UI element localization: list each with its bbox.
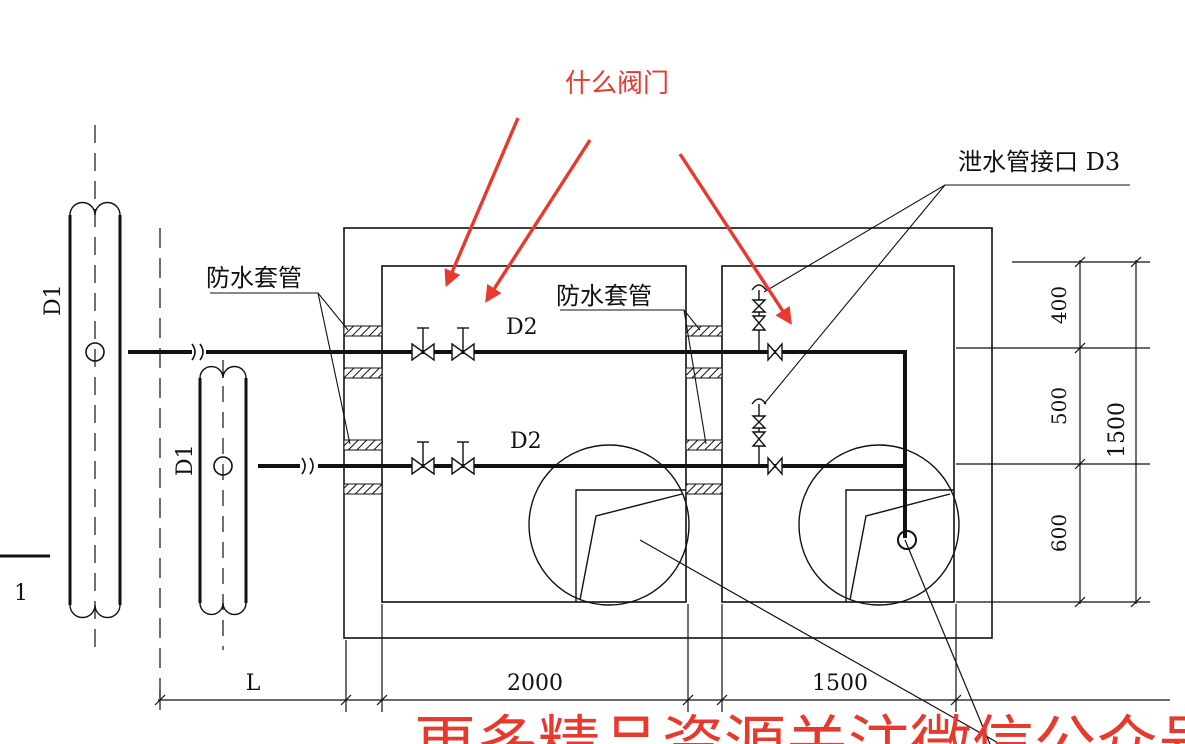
dim-1500-right: 1500 [1105,402,1130,458]
drain-label: 泄水管接口 D3 [958,148,1120,176]
annotation-label: 什么阀门 [565,69,669,99]
sleeve-label-mid: 防水套管 [556,282,652,310]
chamber-outer-wall [343,227,993,639]
d1-big-label: D1 [41,284,66,316]
d2-top-label: D2 [506,315,538,340]
main-pipe-d1 [68,125,122,650]
branch-pipe-d1 [198,360,248,650]
dim-l: L [246,671,261,696]
d2-bottom-label: D2 [510,429,542,454]
sleeve-label-left: 防水套管 [206,264,302,292]
manhole-left [528,444,690,606]
leader-lines [210,184,1130,445]
dim-600: 600 [1047,514,1071,552]
d1-small-label: D1 [173,444,198,476]
annotation-arrows [444,117,792,325]
chamber-inner-left [381,265,687,603]
manhole-right [798,444,960,606]
leader-lines-bottom [639,539,1001,744]
drain-valves [751,284,783,476]
dim-400: 400 [1047,286,1071,324]
dim-2000: 2000 [507,671,563,696]
pipe-d2-top [128,343,907,538]
dim-500: 500 [1047,387,1071,425]
dim-1500-bottom: 1500 [812,671,868,696]
gate-valves [411,327,475,476]
bottom-dimensions [154,604,1170,712]
right-dimensions [956,256,1150,608]
pipe-d2-bottom [258,457,905,475]
chamber-inner-right [721,265,955,603]
section-mark: 1 [14,581,28,606]
watermark-text: 更多精品资源关注微信公众号 [414,708,1185,744]
waterproof-sleeves [343,325,723,495]
